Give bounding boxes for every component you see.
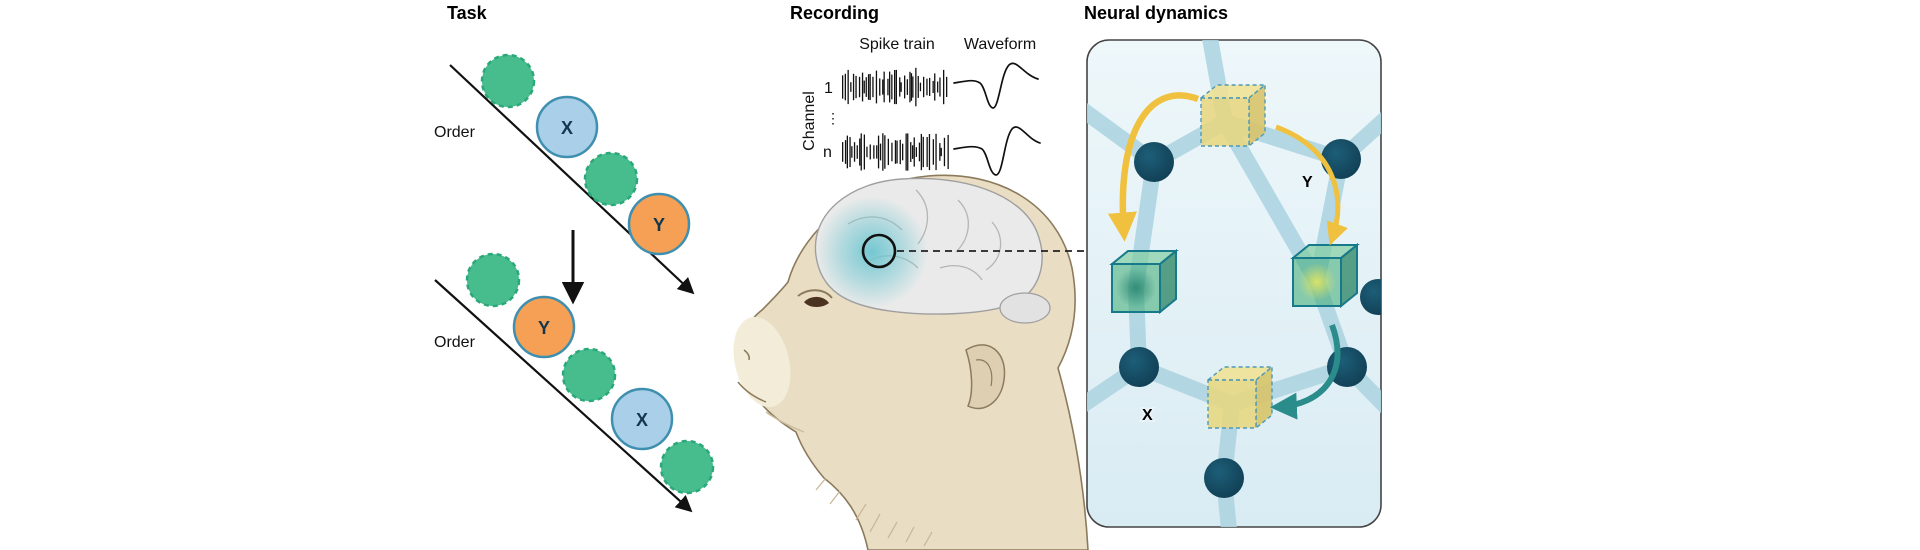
distractor-circle: [480, 53, 536, 109]
monkey-ear-inner: [975, 359, 993, 387]
green-cube-left: [1109, 248, 1179, 315]
task-diagram: Order Order X Y Y X: [434, 53, 715, 513]
monkey-mouth: [737, 381, 767, 403]
electrode-site-circle: [861, 233, 897, 269]
item-x-circle: [535, 95, 599, 159]
distractor-circle: [659, 439, 715, 495]
distractor-circle: [583, 151, 639, 207]
waveforms: [953, 62, 1041, 176]
spike-trains: [842, 67, 949, 171]
cerebellum: [999, 292, 1051, 324]
item-x-label: X: [561, 118, 573, 138]
channel-1-label: 1: [824, 80, 833, 97]
item-y-label: Y: [538, 318, 550, 338]
network-node: [1321, 139, 1361, 179]
monkey-nostril: [743, 349, 750, 361]
sequence2-order-arrow: [434, 279, 693, 513]
item-y-circle: [627, 192, 691, 256]
fur-strokes: [815, 477, 933, 547]
yellow-transition-arrow-left: [1107, 92, 1200, 242]
neural-dynamics-panel-title: Neural dynamics: [1084, 3, 1229, 23]
order-label-2: Order: [434, 334, 476, 351]
waveform-channel-n: [953, 126, 1041, 176]
task-panel-title: Task: [447, 3, 487, 23]
recording-panel-title: Recording: [790, 3, 880, 23]
monkey-eye: [804, 296, 829, 307]
waveform-label: Waveform: [963, 36, 1037, 53]
network-node: [1204, 458, 1244, 498]
yellow-cube-top: [1199, 83, 1267, 148]
neural-item-y-label: Y: [1302, 174, 1313, 191]
network-node: [1134, 142, 1174, 182]
network-node: [1119, 347, 1159, 387]
spike-train-channel-1: [842, 67, 948, 107]
distractor-circle: [561, 347, 617, 403]
green-cube-right: [1290, 242, 1360, 309]
channel-ellipsis: ⋮: [826, 110, 840, 126]
item-x-circle: [610, 387, 674, 451]
item-y-label: Y: [653, 215, 665, 235]
neural-item-x-label: X: [1142, 407, 1153, 424]
monkey-ear: [965, 344, 1006, 410]
spike-train-label: Spike train: [859, 36, 935, 53]
brain-sulcus: [985, 221, 1002, 271]
brain-sulcus: [939, 265, 983, 281]
teal-transition-arrow: [1269, 323, 1341, 420]
channel-axis-label: Channel: [801, 91, 818, 151]
monkey-muzzle: [733, 316, 791, 408]
network-nodes: [1119, 139, 1381, 498]
order-label-1: Order: [434, 124, 476, 141]
yellow-transition-arrow-right: [1275, 124, 1348, 246]
channel-n-label: n: [823, 144, 832, 161]
item-x-label: X: [636, 410, 648, 430]
yellow-cube-bottom: [1206, 365, 1274, 430]
brain-sulcus: [955, 199, 970, 253]
spike-train-channel-n: [842, 133, 949, 171]
monkey-brow: [797, 289, 833, 299]
item-y-circle: [512, 295, 576, 359]
monkey-illustration: [733, 174, 1089, 550]
neural-dynamics-diagram: Y X: [1086, 39, 1382, 528]
waveform-channel-1: [953, 62, 1039, 109]
network-node: [1360, 279, 1381, 315]
distractor-circle: [465, 252, 521, 308]
monkey-jaw-line: [765, 411, 805, 433]
recording-site-highlight: [816, 196, 928, 308]
